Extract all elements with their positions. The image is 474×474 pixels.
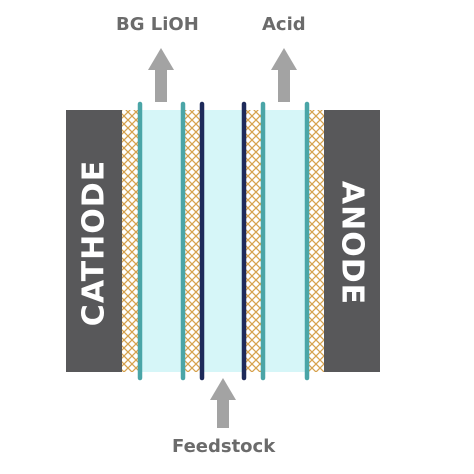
anode-label: ANODE xyxy=(334,180,370,306)
cathode-label: CATHODE xyxy=(76,159,112,327)
mesh-spacer xyxy=(246,110,262,372)
bg-lioh-label: BG LiOH xyxy=(116,14,199,35)
arrow-up-icon xyxy=(271,48,297,102)
mesh-spacer xyxy=(122,110,140,372)
feedstock-label: Feedstock xyxy=(172,436,276,457)
cathode-electrode xyxy=(66,110,122,372)
arrow-up-icon xyxy=(148,48,174,102)
anode-electrode xyxy=(324,110,380,372)
mesh-spacer xyxy=(308,110,324,372)
chamber-3 xyxy=(264,110,306,372)
acid-label: Acid xyxy=(262,14,306,35)
chamber-2 xyxy=(202,110,244,372)
mesh-spacer xyxy=(184,110,200,372)
chamber-1 xyxy=(140,110,182,372)
arrow-up-icon xyxy=(210,378,236,428)
